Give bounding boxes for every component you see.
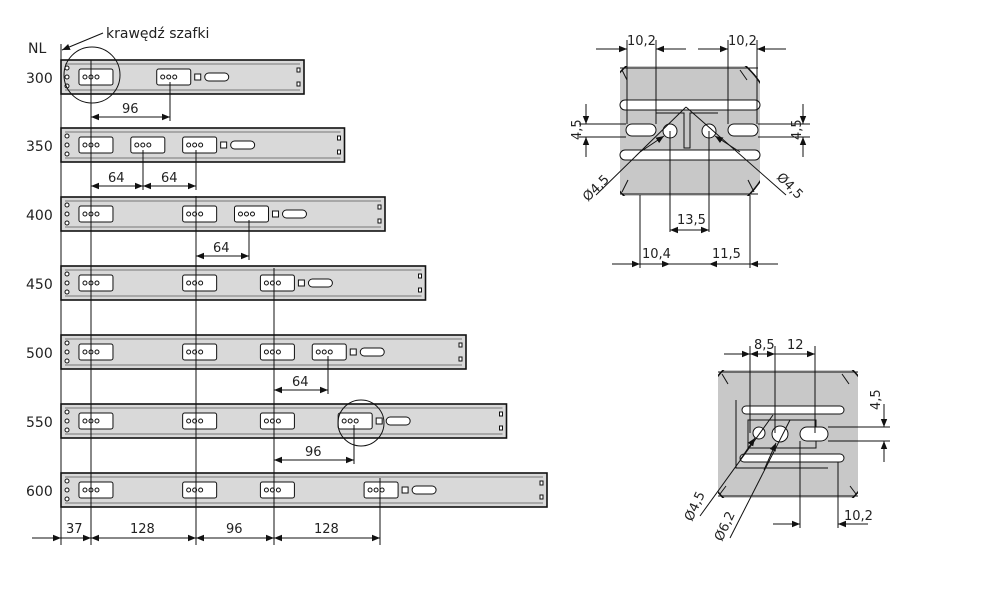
rail-label: 400 [26,208,53,224]
bot-bottom: 10,2 [844,509,873,524]
rail-label: 550 [26,415,53,431]
top-w-right: 10,2 [728,34,757,49]
top-bottom-right: 11,5 [712,247,741,262]
detail-top-plate [619,66,761,196]
top-dia-left: Ø4,5 [580,172,612,204]
dim-bottom-3-label: 96 [226,522,243,537]
top-w-left: 10,2 [627,34,656,49]
bot-h: 4,5 [869,389,884,410]
detail-bottom-plate [718,370,858,498]
top-h-left: 4,5 [570,119,585,140]
bot-w-b: 12 [787,338,804,353]
bot-dia-b: Ø6,2 [712,509,739,543]
rails-group: 300 350 400 450 500 550 600 [26,59,548,508]
rail-400: 400 [26,196,386,232]
detail-bottom-dims: 8,5 12 4,5 Ø4,5 Ø6,2 10,2 [682,338,890,544]
dim-550-label: 96 [305,445,322,460]
bot-w-a: 8,5 [754,338,775,353]
rail-label: 300 [26,71,53,87]
rail-550: 550 [26,403,508,439]
top-dia-right: Ø4,5 [773,170,805,202]
dim-500-label: 64 [292,375,309,390]
rail-350: 350 [26,127,346,163]
rail-label: 350 [26,139,53,155]
dim-bottom-4-label: 128 [314,522,339,537]
dim-350b-label: 64 [161,171,178,186]
dim-bottom-1-label: 37 [66,522,83,537]
rail-500: 500 [26,334,467,370]
top-h-right: 4,5 [790,119,805,140]
rail-label: 500 [26,346,53,362]
highlight-circle-bottom [337,399,385,447]
bot-dia-a: Ø4,5 [682,489,709,523]
highlight-circle-top [63,46,121,104]
rail-600: 600 [26,472,548,508]
rail-450: 450 [26,265,427,301]
nl-label: NL [28,41,46,57]
top-center: 13,5 [677,213,706,228]
rail-label: 600 [26,484,53,500]
dim-400-label: 64 [213,241,230,256]
dim-bottom-2-label: 128 [130,522,155,537]
rail-label: 450 [26,277,53,293]
dim-300-label: 96 [122,102,139,117]
edge-leader [61,32,104,51]
edge-label: krawędź szafki [106,26,209,42]
dim-350a-label: 64 [108,171,125,186]
rail-300: 300 [26,59,305,95]
top-bottom-left: 10,4 [642,247,671,262]
